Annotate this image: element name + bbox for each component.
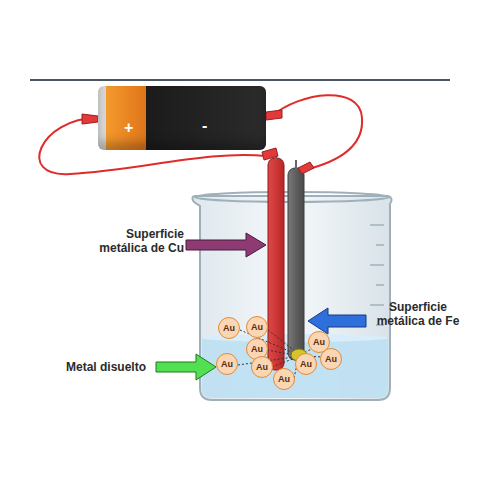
callout-label: Superficie metálica de Fe <box>368 300 468 329</box>
element-symbol: Au <box>325 355 337 364</box>
gold-atom: Au <box>295 353 317 375</box>
wire <box>272 95 362 168</box>
element-symbol: Au <box>223 324 235 333</box>
element-symbol: Au <box>221 360 233 369</box>
terminal-sign: - <box>202 118 207 134</box>
top-rule <box>30 79 450 81</box>
fe-lead <box>295 160 297 170</box>
callout-label: Superficie metálica de Cu <box>96 227 184 256</box>
battery: +- <box>98 86 266 150</box>
graduation-marks <box>370 225 384 325</box>
callout-arrow <box>186 233 266 257</box>
element-symbol: Au <box>251 323 263 332</box>
gold-atom: Au <box>246 316 268 338</box>
callout-label: Metal disuelto <box>66 360 154 374</box>
element-symbol: Au <box>278 375 290 384</box>
element-symbol: Au <box>256 363 268 372</box>
element-symbol: Au <box>251 345 263 354</box>
terminal-sign: + <box>124 120 133 136</box>
cu-electrode <box>268 158 284 370</box>
gold-atom: Au <box>308 331 330 353</box>
callout-arrow <box>156 354 216 380</box>
gold-atom: Au <box>218 317 240 339</box>
element-symbol: Au <box>300 360 312 369</box>
gold-atom: Au <box>216 353 238 375</box>
gold-atom: Au <box>273 368 295 390</box>
fe-electrode <box>288 168 304 360</box>
gold-atom: Au <box>251 356 273 378</box>
element-symbol: Au <box>313 338 325 347</box>
